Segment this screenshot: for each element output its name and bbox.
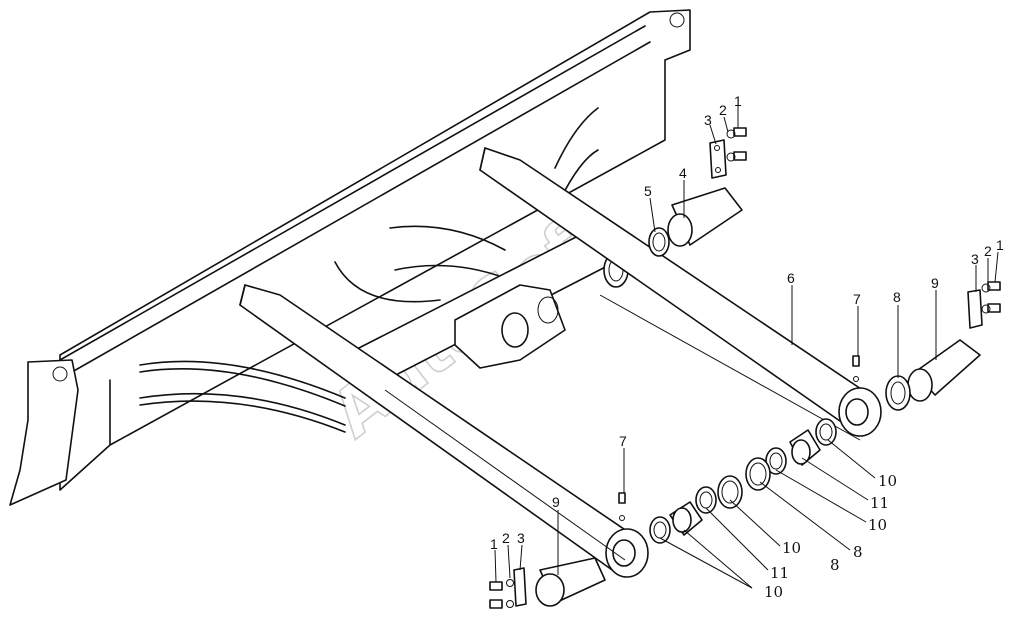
callout-labels: 1 2 3 4 5 6 7 8 9 1 2 3 7 9 1 2 3 10 11 … [490, 93, 1004, 601]
callout-stack-10b: 10 [868, 516, 887, 534]
callout-top-2: 2 [719, 102, 727, 118]
callout-stack-10d: 10 [764, 583, 783, 601]
callout-stack-11b: 11 [770, 564, 789, 582]
callout-right-8: 8 [893, 289, 901, 305]
callout-right-7: 7 [853, 291, 861, 307]
callout-right-2: 2 [984, 243, 992, 259]
callout-6: 6 [787, 270, 795, 286]
callout-stack-10c: 10 [782, 539, 801, 557]
callout-stack-8a: 8 [853, 543, 863, 561]
callout-left-7: 7 [619, 433, 627, 449]
left-pin-assembly [489, 492, 626, 609]
callout-right-3: 3 [971, 251, 979, 267]
right-push-arm [479, 147, 882, 437]
callout-stack-8b: 8 [830, 556, 840, 574]
callout-right-1: 1 [996, 237, 1004, 253]
callout-top-3: 3 [704, 112, 712, 128]
callout-stack-10a: 10 [878, 472, 897, 490]
callout-left-9: 9 [552, 494, 560, 510]
callout-right-9: 9 [931, 275, 939, 291]
ring-stack [649, 418, 837, 544]
callout-left-3: 3 [517, 530, 525, 546]
callout-left-2: 2 [502, 530, 510, 546]
blade [9, 9, 691, 506]
top-pin-assembly [648, 127, 747, 257]
callout-top-1: 1 [734, 93, 742, 109]
callout-top-4: 4 [679, 165, 687, 181]
callout-top-5: 5 [644, 183, 652, 199]
right-pin-assembly [852, 281, 1001, 411]
leader-lines [494, 106, 999, 589]
callout-left-1: 1 [490, 536, 498, 552]
callout-stack-11a: 11 [870, 494, 889, 512]
